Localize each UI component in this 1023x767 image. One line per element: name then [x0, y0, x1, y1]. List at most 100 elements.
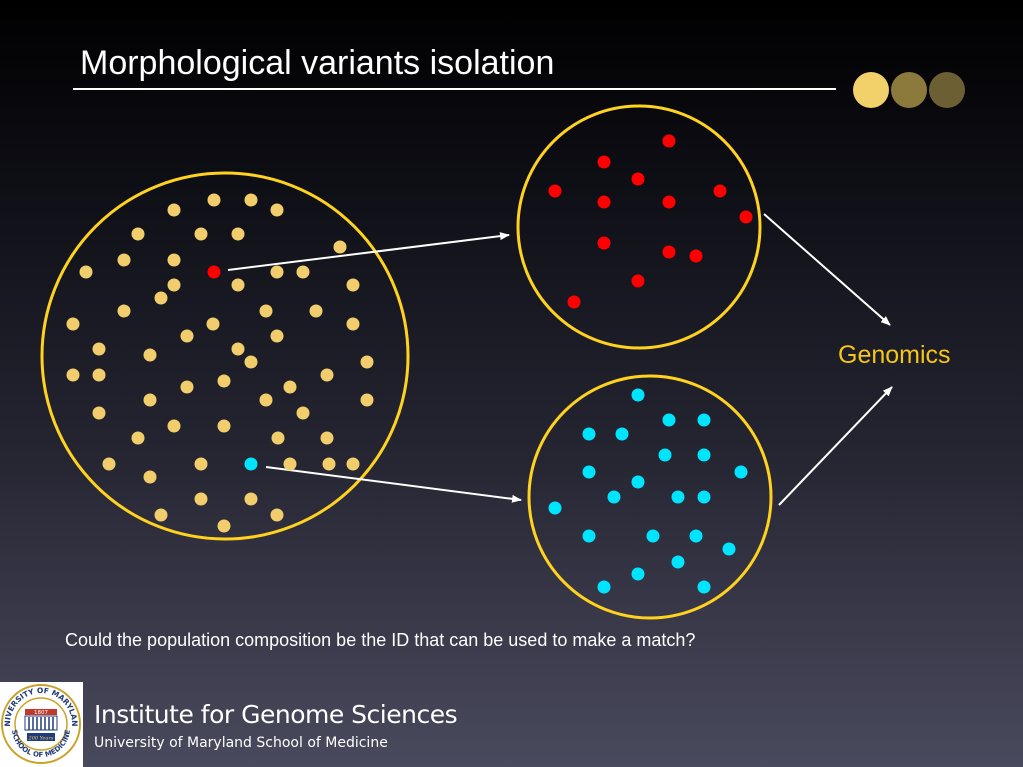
population-dot [92, 368, 106, 382]
population-dot [270, 203, 284, 217]
slide-title: Morphological variants isolation [80, 44, 555, 82]
red-variant-dot [567, 295, 581, 309]
cyan-variant-dot [631, 388, 645, 402]
population-dot [244, 355, 258, 369]
population-dot [360, 393, 374, 407]
cyan-variant-dot [597, 580, 611, 594]
population-dot [259, 393, 273, 407]
population-dot [217, 419, 231, 433]
population-dot [167, 278, 181, 292]
arrow-cyan-to-genomics [778, 386, 893, 506]
population-dot [143, 393, 157, 407]
population-dots [66, 193, 374, 533]
population-dot [206, 317, 220, 331]
red-variant-dot [689, 249, 703, 263]
population-dot [320, 368, 334, 382]
population-dot [194, 457, 208, 471]
population-dot [244, 492, 258, 506]
red-variant-dot [597, 195, 611, 209]
red-variant-dot [662, 134, 676, 148]
population-dot [320, 431, 334, 445]
isolated-red-dot [207, 265, 221, 279]
cyan-variant-dot [689, 529, 703, 543]
population-dot [143, 470, 157, 484]
population-dot [180, 380, 194, 394]
population-dot [194, 227, 208, 241]
population-dot [346, 278, 360, 292]
population-dot [270, 329, 284, 343]
cyan-variant-dot [615, 427, 629, 441]
population-dot [131, 227, 145, 241]
population-dot [270, 265, 284, 279]
cyan-variant-dot [671, 490, 685, 504]
cyan-variant-dot [722, 542, 736, 556]
seal-year: 1807 [34, 710, 48, 716]
institute-name: Institute for Genome Sciences [94, 700, 458, 729]
population-dot [92, 342, 106, 356]
red-variant-dot [548, 184, 562, 198]
cyan-variant-dot [734, 465, 748, 479]
decorative-dot-dark [929, 72, 965, 108]
population-dot [194, 492, 208, 506]
red-variant-dot [597, 155, 611, 169]
population-dot [231, 278, 245, 292]
population-dot [259, 304, 273, 318]
red-variant-dots [548, 134, 753, 309]
cyan-variant-dot [697, 448, 711, 462]
cyan-variant-dot [697, 490, 711, 504]
population-dot [346, 457, 360, 471]
population-dot [66, 368, 80, 382]
population-dot [66, 317, 80, 331]
population-dot [143, 348, 157, 362]
population-dot [102, 457, 116, 471]
population-dot [117, 253, 131, 267]
red-variant-dot [631, 172, 645, 186]
population-dot [360, 355, 374, 369]
decorative-dot-light [853, 72, 889, 108]
cyan-variant-dot [697, 413, 711, 427]
cyan-variant-dot [582, 529, 596, 543]
cyan-variant-dots [548, 388, 748, 594]
population-dot [346, 317, 360, 331]
population-dot [167, 203, 181, 217]
arrow-red-isolation [227, 232, 510, 271]
decorative-dot-medium [891, 72, 927, 108]
population-dot [322, 457, 336, 471]
title-underline [73, 88, 836, 90]
university-name: University of Maryland School of Medicin… [94, 735, 388, 751]
population-dot [92, 406, 106, 420]
population-dot [296, 265, 310, 279]
university-seal-logo: UNIVERSITY OF MARYLAND SCHOOL OF MEDICIN… [0, 682, 83, 767]
cyan-variant-dot [631, 567, 645, 581]
red-variant-dot [662, 195, 676, 209]
population-dot [217, 519, 231, 533]
red-variant-dot [631, 274, 645, 288]
population-dot [244, 193, 258, 207]
population-dot [283, 457, 297, 471]
population-dot [117, 304, 131, 318]
seal-icon: UNIVERSITY OF MARYLAND SCHOOL OF MEDICIN… [0, 682, 81, 764]
population-dot [217, 374, 231, 388]
population-dot [131, 431, 145, 445]
population-dot [333, 240, 347, 254]
cyan-variant-dot [646, 529, 660, 543]
population-dot [79, 265, 93, 279]
genomics-label: Genomics [838, 341, 951, 369]
arrow-red-to-genomics [763, 213, 891, 326]
population-dot [180, 329, 194, 343]
red-variant-dot [597, 236, 611, 250]
population-dot [207, 193, 221, 207]
cyan-variant-dot [658, 448, 672, 462]
cyan-variant-dot [548, 501, 562, 515]
mixed-population-circle [40, 171, 410, 541]
cyan-variant-dot [607, 490, 621, 504]
population-dot [154, 508, 168, 522]
population-dot [167, 419, 181, 433]
question-text: Could the population composition be the … [65, 630, 696, 650]
cyan-variant-dot [697, 580, 711, 594]
cyan-variant-dot [582, 465, 596, 479]
arrow-cyan-isolation [265, 466, 522, 503]
population-dot [271, 431, 285, 445]
cyan-variant-dot [582, 427, 596, 441]
